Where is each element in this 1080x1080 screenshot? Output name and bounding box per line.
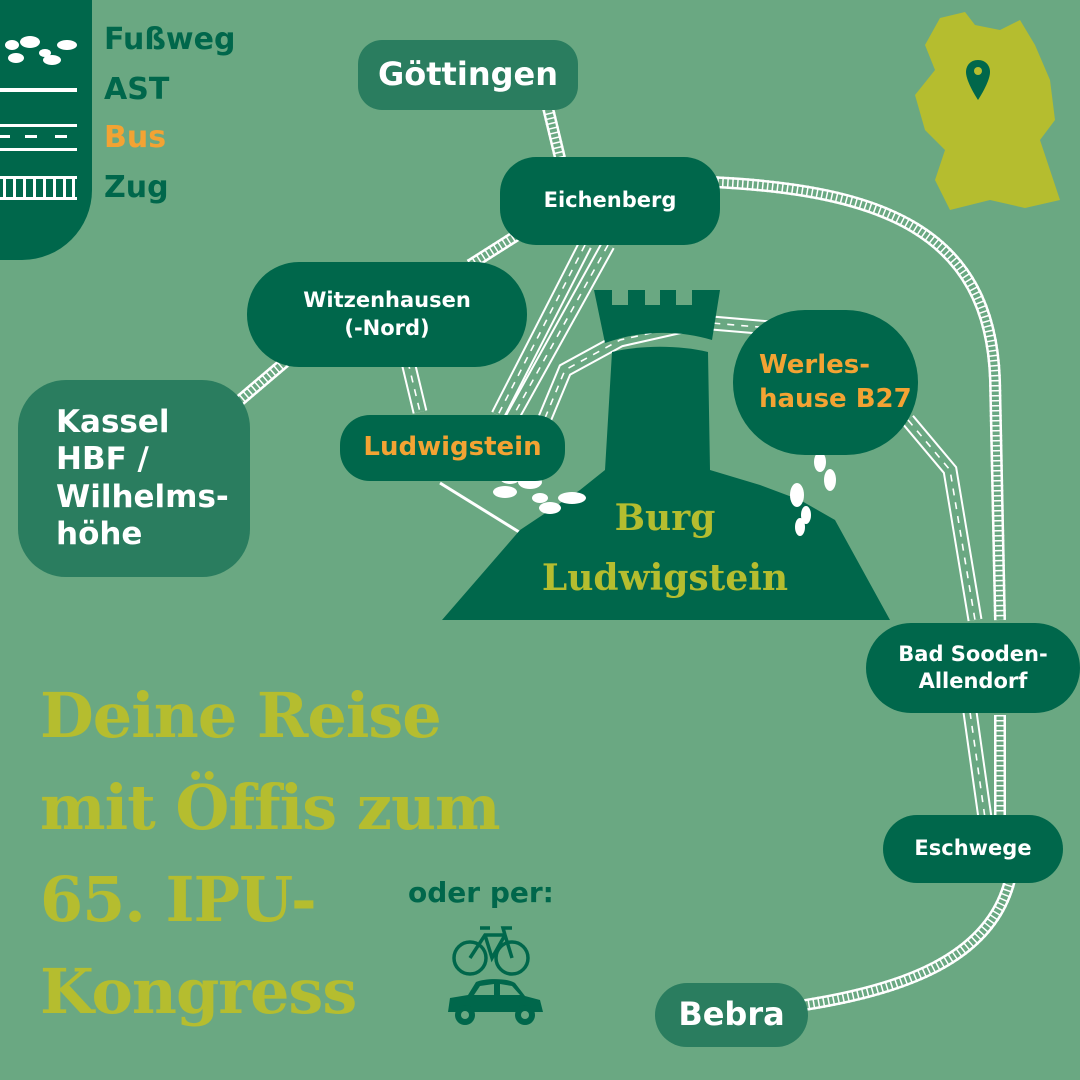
germany-map-icon bbox=[915, 12, 1060, 210]
alternatives-label: oder per: bbox=[408, 876, 554, 909]
legend-ast: AST bbox=[104, 72, 170, 107]
castle-icon bbox=[442, 290, 890, 620]
legend-fussweg: Fußweg bbox=[104, 22, 236, 57]
destination-label: Burg Ludwigstein bbox=[541, 497, 789, 599]
legend-zug: Zug bbox=[104, 170, 169, 205]
ast-line bbox=[439, 481, 533, 542]
station-eschwege[interactable]: Eschwege bbox=[883, 815, 1063, 883]
page-title: Deine Reise mit Öffis zum 65. IPU- Kongr… bbox=[40, 679, 501, 1028]
bus-roads bbox=[400, 241, 993, 820]
road-icon bbox=[0, 124, 77, 151]
station-werleshausen[interactable]: Werles- hause B27 bbox=[733, 310, 918, 455]
station-bad-sooden-allendorf[interactable]: Bad Sooden- Allendorf bbox=[866, 623, 1080, 713]
line-icon bbox=[0, 88, 77, 92]
location-pin-icon bbox=[966, 60, 990, 100]
footprints-icon bbox=[5, 36, 77, 65]
station-goettingen[interactable]: Göttingen bbox=[358, 40, 578, 110]
bicycle-icon bbox=[452, 926, 530, 976]
car-icon bbox=[448, 979, 543, 1025]
legend-bus: Bus bbox=[104, 120, 167, 155]
station-eichenberg[interactable]: Eichenberg bbox=[500, 157, 720, 245]
station-kassel[interactable]: Kassel HBF / Wilhelms- höhe bbox=[18, 380, 250, 577]
station-ludwigstein[interactable]: Ludwigstein bbox=[340, 415, 565, 481]
station-bebra[interactable]: Bebra bbox=[655, 983, 808, 1047]
station-witzenhausen[interactable]: Witzenhausen (-Nord) bbox=[247, 262, 527, 367]
rail-icon bbox=[0, 176, 77, 200]
legend-panel bbox=[0, 0, 92, 260]
